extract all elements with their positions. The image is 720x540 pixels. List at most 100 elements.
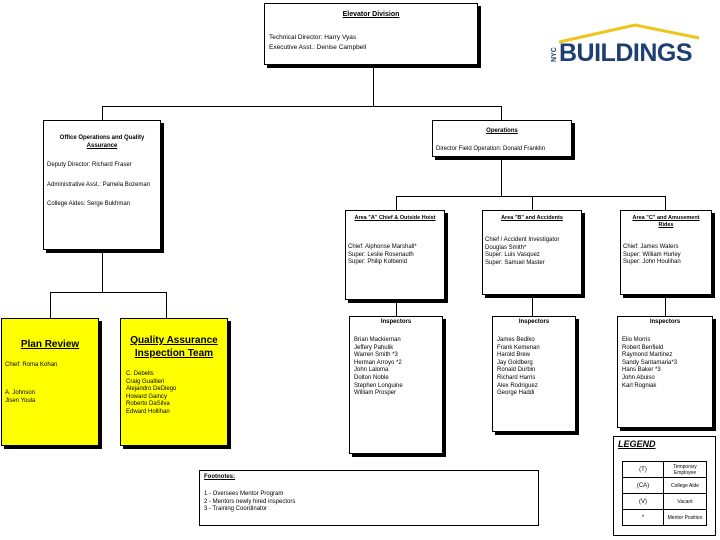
box-title: Operations [486, 128, 518, 134]
inspector-name: Jay Goldberg [497, 359, 533, 366]
staff-line: Chief: Alphonse Marshall* [348, 244, 417, 250]
member-name: Craig Gualtieri [126, 378, 165, 385]
inspector-name: Frank Kemenan [497, 344, 540, 351]
connector [102, 106, 103, 120]
elevator-division-box: Elevator Division Technical Director: Ha… [264, 3, 478, 65]
operations-box: Operations Director Field Operation: Don… [432, 120, 572, 157]
footnote-line: 1 - Oversees Mentor Program [204, 491, 284, 497]
inspectors-c-box: Inspectors Elio Morris Robert Benfield R… [617, 316, 713, 428]
box-title: Inspectors [380, 319, 412, 325]
member-name: A. Johnson [5, 390, 36, 396]
inspector-name: Dolton Noble [354, 374, 389, 381]
footnotes-box: Footnotes: 1 - Oversees Mentor Program 2… [199, 470, 539, 526]
inspector-name: Harold Brew [497, 352, 531, 359]
plan-review-box: Plan Review Chief: Roma Kohan A. Johnson… [1, 318, 99, 446]
footnotes-title: Footnotes: [204, 474, 235, 480]
legend-meaning: Vacant [663, 493, 707, 510]
box-title: Rides [658, 222, 674, 228]
box-title: Area "B" and Accidents [501, 215, 563, 221]
member-name: Alejandro DeDiego [126, 386, 177, 393]
inspectors-b-box: Inspectors James Bediko Frank Kemenan Ha… [492, 316, 576, 432]
box-title: Assurance [86, 143, 118, 149]
area-b-staff: Chief / Accident Investigator Douglas Sm… [485, 237, 559, 267]
inspector-list: Elio Morris Robert Benfield Raymond Mart… [622, 337, 677, 390]
connector [102, 106, 502, 107]
connector [102, 248, 103, 292]
connector [50, 292, 167, 293]
area-c-box: Area "C" and Amusement Rides Chief: Jame… [620, 210, 712, 295]
inspector-name: John Laloma [354, 367, 389, 374]
connector [373, 68, 374, 106]
box-title: Plan Review [20, 339, 80, 350]
area-a-staff: Chief: Alphonse Marshall* Super: Leslie … [348, 244, 417, 267]
legend-symbol: * [622, 509, 664, 526]
member-name: Edward Hollihan [126, 408, 170, 415]
administrative-assistant: Administrative Asst.: Pamela Bozeman [47, 182, 151, 188]
area-c-staff: Chief: James Waters Super: William Hurle… [623, 244, 681, 267]
college-aides: College Aides: Serge Bukhman [47, 201, 131, 207]
staff-line: Super: Leslie Rosenauth [348, 251, 414, 258]
staff-line: Chief: James Waters [623, 244, 679, 250]
legend-meaning: Temporary Employee [663, 461, 707, 478]
inspector-list: Brian Mackiernan Jeffery Pahulik Warren … [354, 337, 403, 398]
qa-members: C. Debells Craig Gualtieri Alejandro DeD… [126, 371, 176, 417]
inspector-name: Warren Smith *3 [354, 352, 398, 359]
inspectors-a-box: Inspectors Brian Mackiernan Jeffery Pahu… [349, 316, 443, 454]
logo-name: BUILDINGS [559, 39, 693, 67]
box-title: Elevator Division [342, 11, 400, 18]
connector [501, 106, 502, 120]
member-name: Jisen Youla [5, 397, 36, 404]
inspector-name: Karl Rogniak [622, 382, 657, 389]
connector [396, 196, 397, 210]
logo-prefix: NYC [551, 47, 558, 62]
plan-review-members: A. Johnson Jisen Youla [5, 390, 35, 405]
technical-director: Technical Director: Harry Vyas [269, 34, 357, 41]
legend-box: LEGEND (T) Temporary Employee (CA) Colle… [613, 436, 716, 536]
box-title: Inspectors [518, 319, 550, 325]
staff-line: Super: John Houlihan [623, 259, 681, 266]
connector [532, 196, 533, 210]
staff-line: Chief / Accident Investigator [485, 237, 560, 243]
roof-icon [558, 23, 700, 44]
inspector-name: Raymond Martinez [622, 352, 673, 359]
deputy-director: Deputy Director: Richard Fraser [47, 162, 132, 168]
inspector-name: Richard Harris [497, 374, 536, 381]
box-title: Office Operations and Quality [59, 135, 145, 141]
connector [665, 292, 666, 316]
staff-line: Super: Philip Kolbenid [348, 259, 408, 266]
legend-meaning: Mentor Position [663, 509, 707, 526]
staff-line: Super: Luis Vasquez [485, 252, 540, 259]
inspector-name: Herman Arroyo *2 [354, 359, 402, 366]
member-name: C. Debells [126, 371, 154, 377]
connector [532, 292, 533, 316]
connector [501, 156, 502, 196]
area-a-box: Area "A" Chief & Outside Hoist Chief: Al… [345, 210, 445, 300]
nyc-buildings-logo: NYC BUILDINGS [545, 22, 705, 70]
box-title: Area "C" and Amusement [632, 215, 700, 221]
legend-symbol: (T) [622, 461, 664, 478]
office-operations-box: Office Operations and Quality Assurance … [43, 120, 161, 250]
connector [50, 292, 51, 318]
inspector-name: Alex Rodriguez [497, 382, 538, 389]
inspector-name: James Bediko [497, 337, 535, 343]
staff-line: Super: Samuel Master [485, 259, 545, 266]
legend-title: LEGEND [618, 439, 656, 449]
inspector-name: Hans Baker *3 [622, 367, 661, 374]
inspector-name: Ronald Durbin [497, 367, 536, 374]
connector [396, 298, 397, 316]
legend-symbol: (CA) [622, 477, 664, 494]
staff-line: Douglas Smith* [485, 244, 527, 251]
connector [396, 196, 666, 197]
box-title: Quality Assurance [130, 335, 218, 346]
member-name: Roberto DaSilva [126, 401, 170, 408]
inspector-list: James Bediko Frank Kemenan Harold Brew J… [497, 337, 540, 398]
quality-assurance-box: Quality Assurance Inspection Team C. Deb… [120, 318, 228, 446]
inspector-name: George Haddi [497, 390, 535, 397]
inspector-name: Jeffery Pahulik [354, 344, 394, 351]
staff-line: Super: William Hurley [623, 251, 681, 258]
inspector-name: Elio Morris [622, 337, 651, 343]
inspector-name: Stephen Longuine [354, 382, 403, 389]
executive-assistant: Executive Asst.: Denise Campbell [269, 44, 367, 51]
area-b-box: Area "B" and Accidents Chief / Accident … [482, 210, 582, 295]
inspector-name: Brian Mackiernan [354, 337, 401, 343]
